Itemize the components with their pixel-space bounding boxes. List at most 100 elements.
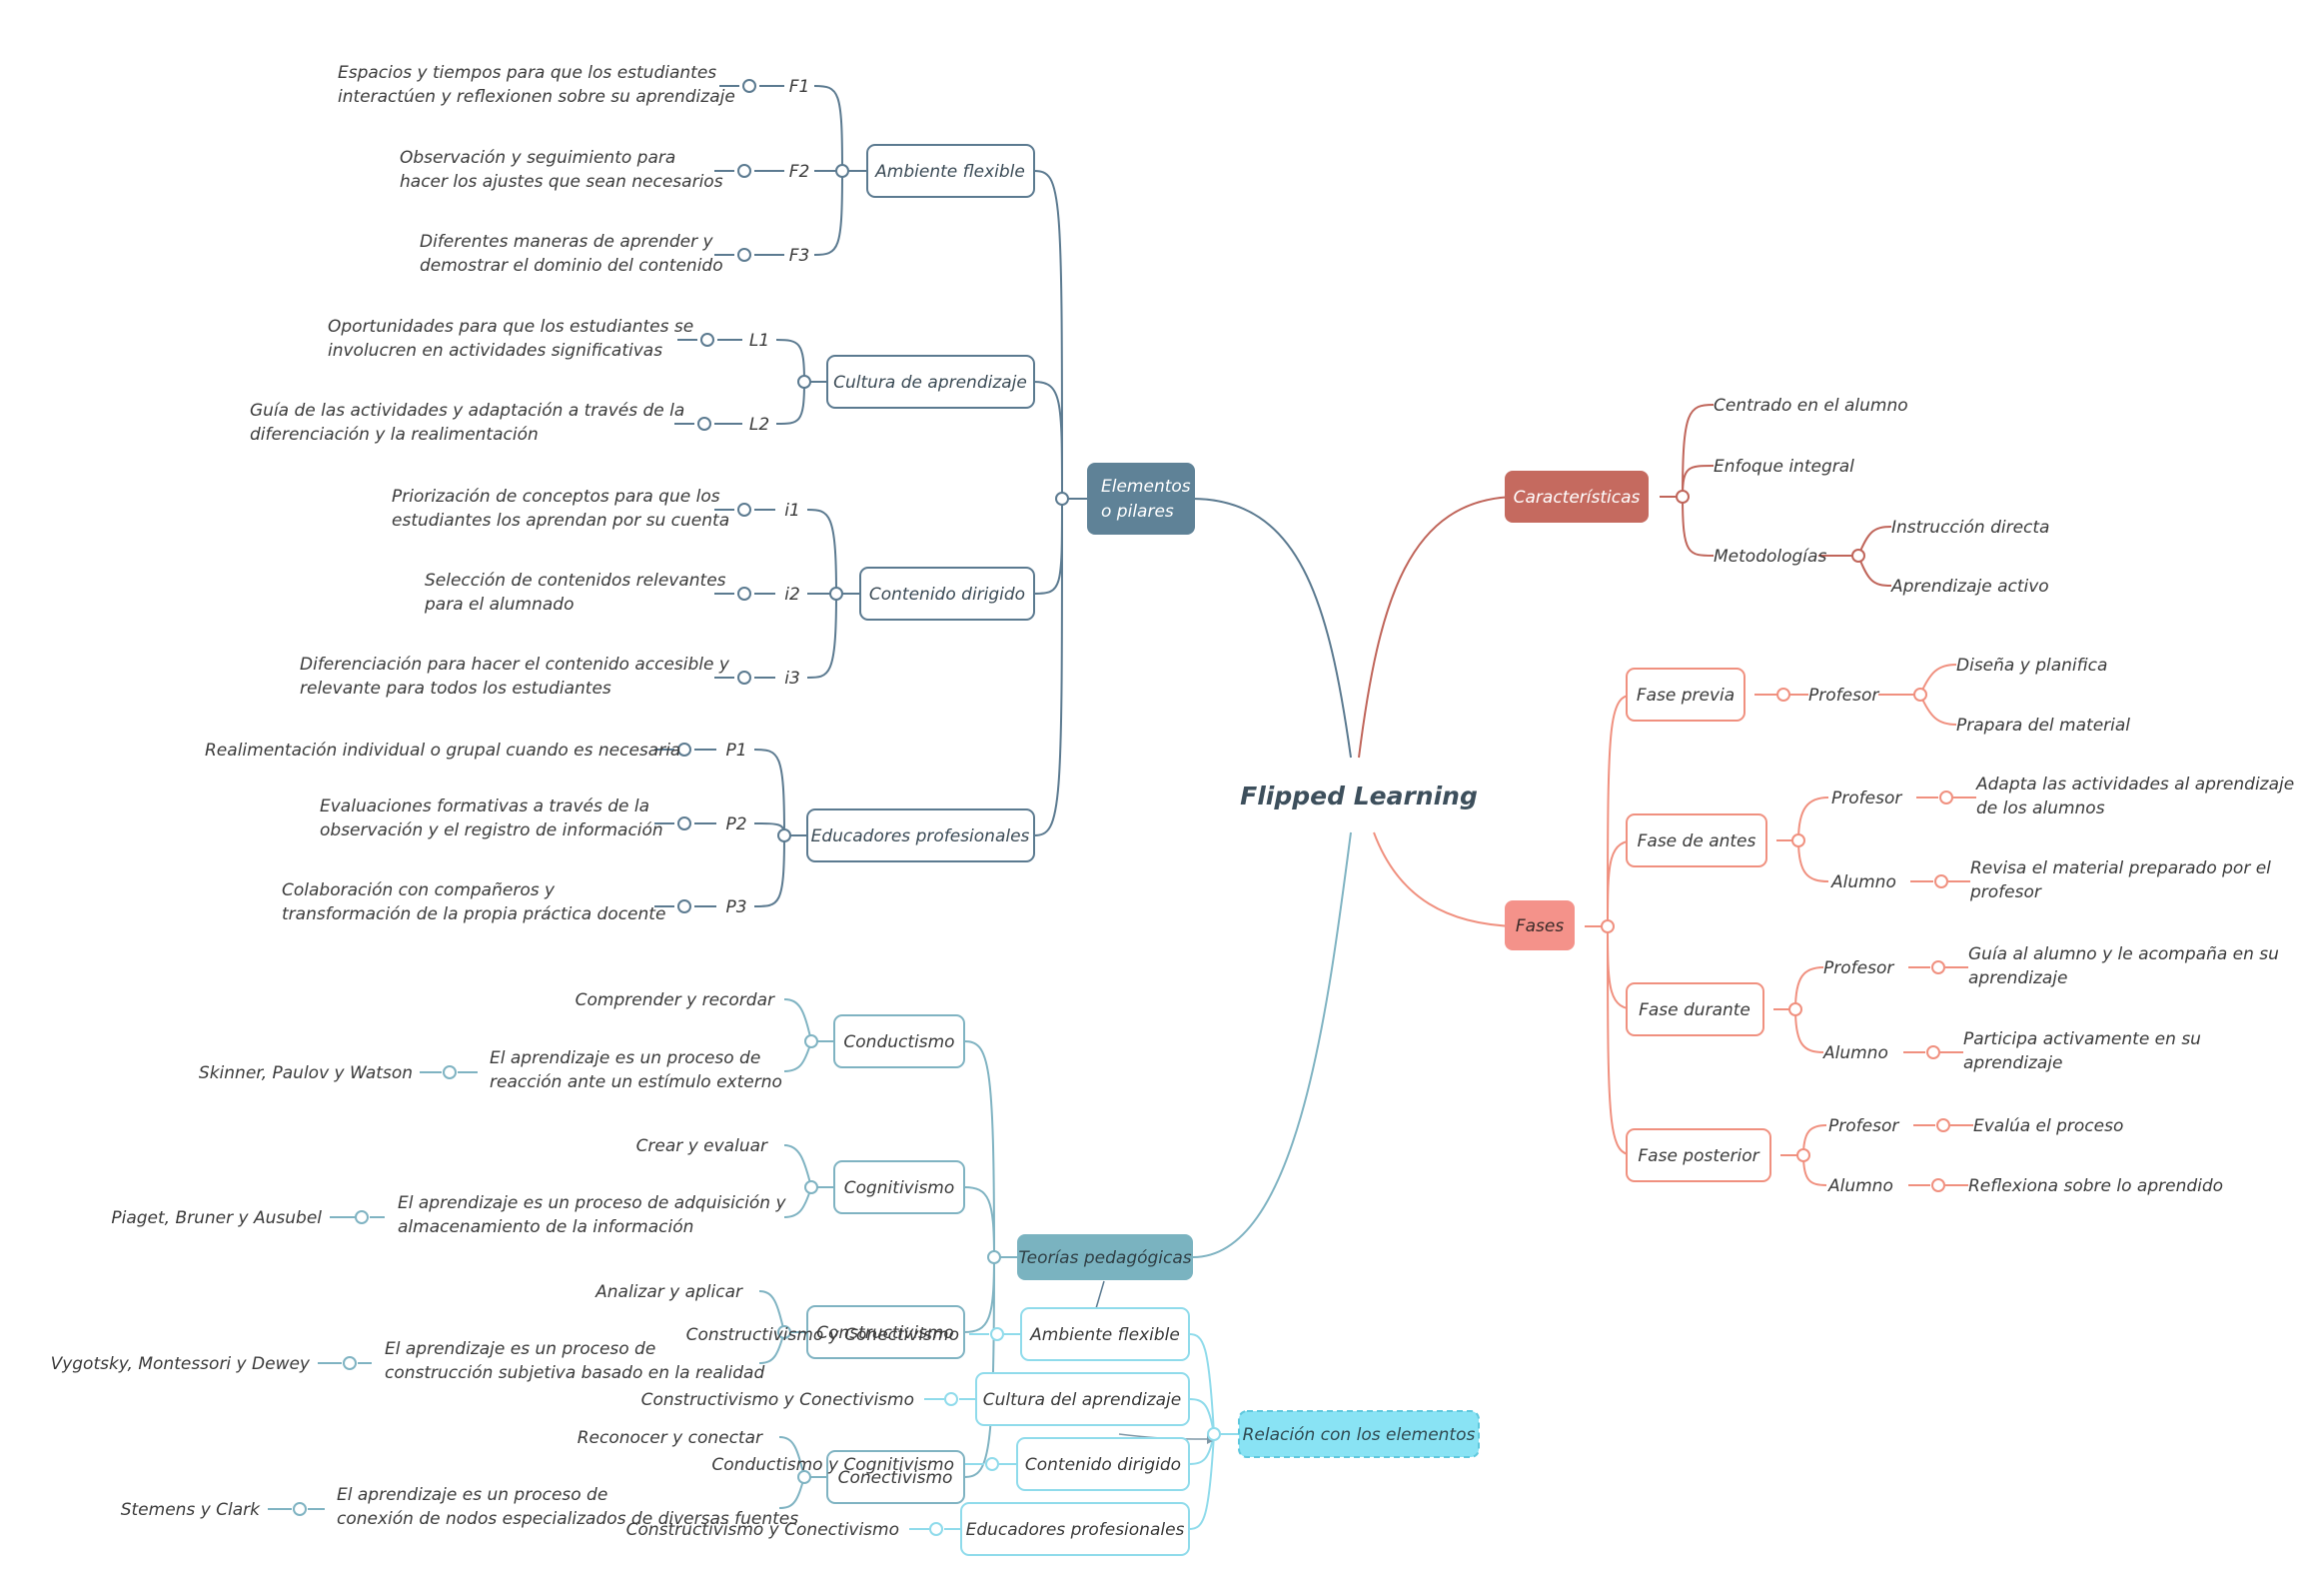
- code-l1[interactable]: L1: [749, 331, 769, 351]
- fase-posterior-profesor-role[interactable]: Profesor: [1828, 1116, 1899, 1136]
- desc-l1-line1[interactable]: Oportunidades para que los estudiantes s…: [328, 317, 693, 337]
- node-conductismo[interactable]: [833, 1014, 965, 1068]
- conectivismo-desc-line2[interactable]: conexión de nodos especializados de dive…: [337, 1509, 798, 1529]
- fase-antes-alumno-role[interactable]: Alumno: [1830, 872, 1896, 892]
- fase-antes-profesor-line2[interactable]: de los alumnos: [1976, 798, 2105, 818]
- desc-i2-line2[interactable]: para el alumnado: [424, 595, 574, 615]
- desc-p2-line1[interactable]: Evaluaciones formativas a través de la: [320, 797, 649, 816]
- desc-i3-line1[interactable]: Diferenciación para hacer el contenido a…: [300, 655, 730, 675]
- code-p1[interactable]: P1: [725, 741, 746, 761]
- fase-durante-alumno-role[interactable]: Alumno: [1822, 1043, 1888, 1063]
- characteristics-node[interactable]: [1505, 471, 1649, 523]
- node-fase-previa[interactable]: [1626, 668, 1745, 722]
- node-fase-durante[interactable]: [1626, 982, 1764, 1036]
- relation-node[interactable]: [1238, 1410, 1480, 1458]
- desc-l2-line1[interactable]: Guía de las actividades y adaptación a t…: [250, 401, 684, 421]
- constructivismo-authors[interactable]: Vygotsky, Montessori y Dewey: [51, 1354, 311, 1374]
- relation-item-contenido-dirigido[interactable]: [1016, 1437, 1190, 1491]
- fase-antes-profesor-line1[interactable]: Adapta las actividades al aprendizaje: [1975, 775, 2294, 795]
- fase-previa-task-1[interactable]: Diseña y planifica: [1956, 656, 2107, 676]
- relation-item-ambiente-flexible[interactable]: [1020, 1307, 1190, 1361]
- desc-p3-line1[interactable]: Colaboración con compañeros y: [282, 880, 556, 900]
- conductismo-desc-line1[interactable]: El aprendizaje es un proceso de: [490, 1048, 760, 1068]
- cognitivismo-authors[interactable]: Piaget, Bruner y Ausubel: [111, 1208, 322, 1228]
- conductismo-top[interactable]: Comprender y recordar: [576, 990, 775, 1010]
- code-i2[interactable]: i2: [784, 585, 800, 605]
- relation-item-3-theory[interactable]: Conductismo y Cognitivismo: [711, 1455, 954, 1475]
- desc-f2-line2[interactable]: hacer los ajustes que sean necesarios: [400, 172, 723, 192]
- fase-durante-profesor-line1[interactable]: Guía al alumno y le acompaña en su: [1968, 944, 2279, 964]
- node-contenido-dirigido[interactable]: [859, 567, 1035, 621]
- constructivismo-desc-line1[interactable]: El aprendizaje es un proceso de: [385, 1339, 655, 1359]
- fase-durante-profesor-line2[interactable]: aprendizaje: [1968, 968, 2067, 988]
- constructivismo-top[interactable]: Analizar y aplicar: [594, 1282, 743, 1302]
- code-p2[interactable]: P2: [725, 814, 746, 834]
- conductismo-authors[interactable]: Skinner, Paulov y Watson: [199, 1063, 413, 1083]
- characteristic-item-1[interactable]: Centrado en el alumno: [1714, 396, 1908, 416]
- desc-f3-line2[interactable]: demostrar el dominio del contenido: [420, 256, 723, 276]
- node-educadores-profesionales[interactable]: [806, 808, 1035, 862]
- relation-item-cultura-aprendizaje[interactable]: [975, 1372, 1190, 1426]
- code-f3[interactable]: F3: [789, 246, 810, 266]
- theories-node[interactable]: [1017, 1234, 1193, 1280]
- conductismo-desc-line2[interactable]: reacción ante un estímulo externo: [490, 1072, 782, 1092]
- relation-item-1-theory[interactable]: Constructivismo y Conectivismo: [686, 1325, 959, 1345]
- phases-node[interactable]: [1505, 900, 1575, 950]
- desc-f3-line1[interactable]: Diferentes maneras de aprender y: [420, 232, 713, 252]
- fase-posterior-alumno-role[interactable]: Alumno: [1827, 1176, 1893, 1196]
- cognitivismo-top[interactable]: Crear y evaluar: [636, 1136, 768, 1156]
- desc-i3-line2[interactable]: relevante para todos los estudiantes: [300, 679, 611, 699]
- conectivismo-desc-line1[interactable]: El aprendizaje es un proceso de: [337, 1485, 607, 1505]
- pillars-node[interactable]: [1087, 463, 1195, 535]
- fase-antes-alumno-line1[interactable]: Revisa el material preparado por el: [1970, 858, 2271, 878]
- fase-durante-alumno-line1[interactable]: Participa activamente en su: [1963, 1029, 2201, 1049]
- fase-posterior-alumno-task[interactable]: Reflexiona sobre lo aprendido: [1968, 1176, 2223, 1196]
- node-constructivismo[interactable]: [806, 1305, 965, 1359]
- code-f2[interactable]: F2: [789, 162, 810, 182]
- characteristic-item-2[interactable]: Enfoque integral: [1714, 457, 1854, 477]
- node-fase-antes[interactable]: [1626, 813, 1767, 867]
- fase-antes-alumno-line2[interactable]: profesor: [1969, 882, 2042, 902]
- code-l2[interactable]: L2: [749, 415, 769, 435]
- fase-previa-task-2[interactable]: Prapara del material: [1956, 716, 2130, 736]
- node-conectivismo[interactable]: [826, 1450, 965, 1504]
- fase-antes-profesor-role[interactable]: Profesor: [1831, 789, 1902, 808]
- code-f1[interactable]: F1: [789, 77, 810, 97]
- relation-item-educadores-profesionales[interactable]: [960, 1502, 1190, 1556]
- constructivismo-desc-line2[interactable]: construcción subjetiva basado en la real…: [385, 1363, 764, 1383]
- central-topic[interactable]: Flipped Learning: [1240, 782, 1478, 810]
- desc-l1-line2[interactable]: involucren en actividades significativas: [328, 341, 662, 361]
- desc-f1-line2[interactable]: interactúen y reflexionen sobre su apren…: [338, 87, 735, 107]
- desc-f1-line1[interactable]: Espacios y tiempos para que los estudian…: [338, 63, 716, 83]
- conectivismo-top[interactable]: Reconocer y conectar: [578, 1428, 763, 1448]
- fase-durante-profesor-role[interactable]: Profesor: [1823, 958, 1894, 978]
- desc-p1-line1[interactable]: Realimentación individual o grupal cuand…: [205, 741, 680, 761]
- desc-p3-line2[interactable]: transformación de la propia práctica doc…: [282, 904, 665, 924]
- code-i3[interactable]: i3: [784, 669, 800, 689]
- desc-i1-line2[interactable]: estudiantes los aprendan por su cuenta: [392, 511, 729, 531]
- node-cognitivismo[interactable]: [833, 1160, 965, 1214]
- code-i1[interactable]: i1: [784, 501, 800, 521]
- relation-item-2-theory[interactable]: Constructivismo y Conectivismo: [641, 1390, 914, 1410]
- fase-posterior-profesor-task[interactable]: Evalúa el proceso: [1973, 1116, 2123, 1136]
- desc-i2-line1[interactable]: Selección de contenidos relevantes: [425, 571, 726, 591]
- desc-f2-line1[interactable]: Observación y seguimiento para: [400, 148, 675, 168]
- desc-i1-line1[interactable]: Priorización de conceptos para que los: [392, 487, 720, 507]
- cognitivismo-desc-line1[interactable]: El aprendizaje es un proceso de adquisic…: [398, 1193, 786, 1213]
- cognitivismo-desc-line2[interactable]: almacenamiento de la información: [398, 1217, 693, 1237]
- characteristic-item-3[interactable]: Metodologías: [1714, 547, 1826, 567]
- node-cultura-aprendizaje[interactable]: [826, 355, 1035, 409]
- characteristics-label: Características: [1514, 488, 1641, 508]
- code-p3[interactable]: P3: [725, 897, 746, 917]
- relation-item-4-theory[interactable]: Constructivismo y Conectivismo: [626, 1520, 899, 1540]
- node-ambiente-flexible[interactable]: [866, 144, 1035, 198]
- fase-antes-label: Fase de antes: [1638, 831, 1756, 851]
- desc-p2-line2[interactable]: observación y el registro de información: [320, 820, 663, 840]
- conectivismo-authors[interactable]: Stemens y Clark: [121, 1500, 261, 1520]
- fase-previa-role[interactable]: Profesor: [1808, 686, 1879, 706]
- methodology-item-2[interactable]: Aprendizaje activo: [1890, 577, 2049, 597]
- fase-durante-alumno-line2[interactable]: aprendizaje: [1963, 1053, 2062, 1073]
- desc-l2-line2[interactable]: diferenciación y la realimentación: [250, 425, 539, 445]
- methodology-item-1[interactable]: Instrucción directa: [1891, 518, 2049, 538]
- node-fase-posterior[interactable]: [1626, 1128, 1771, 1182]
